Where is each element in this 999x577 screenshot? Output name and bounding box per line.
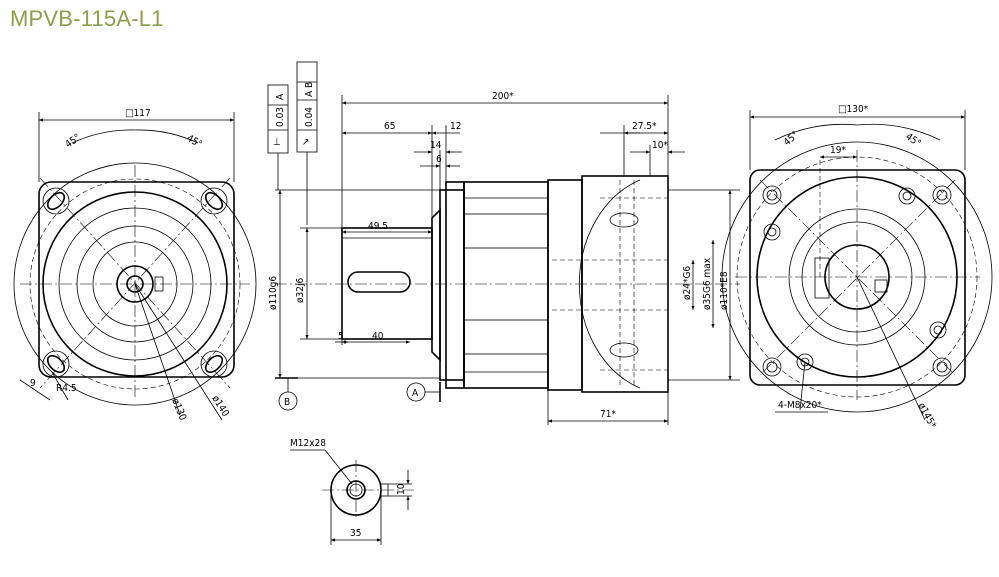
key-height-dim: 35 <box>350 528 361 539</box>
drawing-title: MPVB-115A-L1 <box>10 6 164 31</box>
left-radius-label: R4.5 <box>56 383 77 394</box>
left-flange-view <box>13 112 257 421</box>
left-angle-right: 45° <box>185 133 204 151</box>
tolerance-frame-perpendicular <box>267 84 289 190</box>
tol1-value: 0.03 <box>275 107 286 127</box>
datum-a-label: A <box>412 388 419 399</box>
dim-dia24: ø24*G6 <box>682 266 693 300</box>
dim-27-5: 27.5* <box>632 121 657 132</box>
key-thread-label: M12x28 <box>290 438 326 449</box>
dim-49-5: 49.5 <box>368 221 388 232</box>
dim-dia110e: ø110*E8 <box>719 271 730 310</box>
dim-65: 65 <box>384 121 395 132</box>
dim-dia110: ø110g6 <box>268 276 279 310</box>
right-pcd-label: ø145* <box>915 401 938 431</box>
shaft-end-view <box>290 449 415 545</box>
dim-10-star: 10* <box>652 140 668 151</box>
dim-12: 12 <box>450 121 461 132</box>
dim-5: 5 <box>338 331 344 342</box>
tol2-datum: A B <box>304 82 315 97</box>
left-hole-dim: 9 <box>30 378 36 389</box>
right-angle-left: 45° <box>782 130 801 149</box>
tol1-symbol: ⊥ <box>273 137 281 148</box>
tol2-symbol: ↗ <box>302 137 310 148</box>
dim-40: 40 <box>372 331 384 342</box>
key-width-dim: 10 <box>396 483 407 495</box>
dim-14: 14 <box>430 140 442 151</box>
left-outer-label: ø140 <box>209 394 230 419</box>
right-flange-view <box>721 110 993 421</box>
left-square-dim: □117 <box>125 108 151 119</box>
right-square-dim: □130* <box>838 104 869 115</box>
dim-71: 71* <box>600 409 616 420</box>
dim-dia32: ø32j6 <box>295 278 306 303</box>
dim-overall: 200* <box>492 91 514 102</box>
right-holes-label: 4-M8x20* <box>778 400 822 411</box>
tolerance-frame-runout <box>296 61 318 225</box>
right-19-dim: 19* <box>830 145 846 156</box>
dim-6: 6 <box>436 154 442 165</box>
left-angle-left: 45° <box>63 132 82 150</box>
tol1-datum: A <box>275 93 286 100</box>
right-angle-right: 45° <box>903 131 922 149</box>
left-pcd-label: ø130 <box>169 397 188 422</box>
side-view <box>275 95 740 425</box>
datum-b-label: B <box>284 397 290 408</box>
dim-dia35: ø35G6 max <box>702 257 713 310</box>
tol2-value: 0.04 <box>304 107 315 127</box>
